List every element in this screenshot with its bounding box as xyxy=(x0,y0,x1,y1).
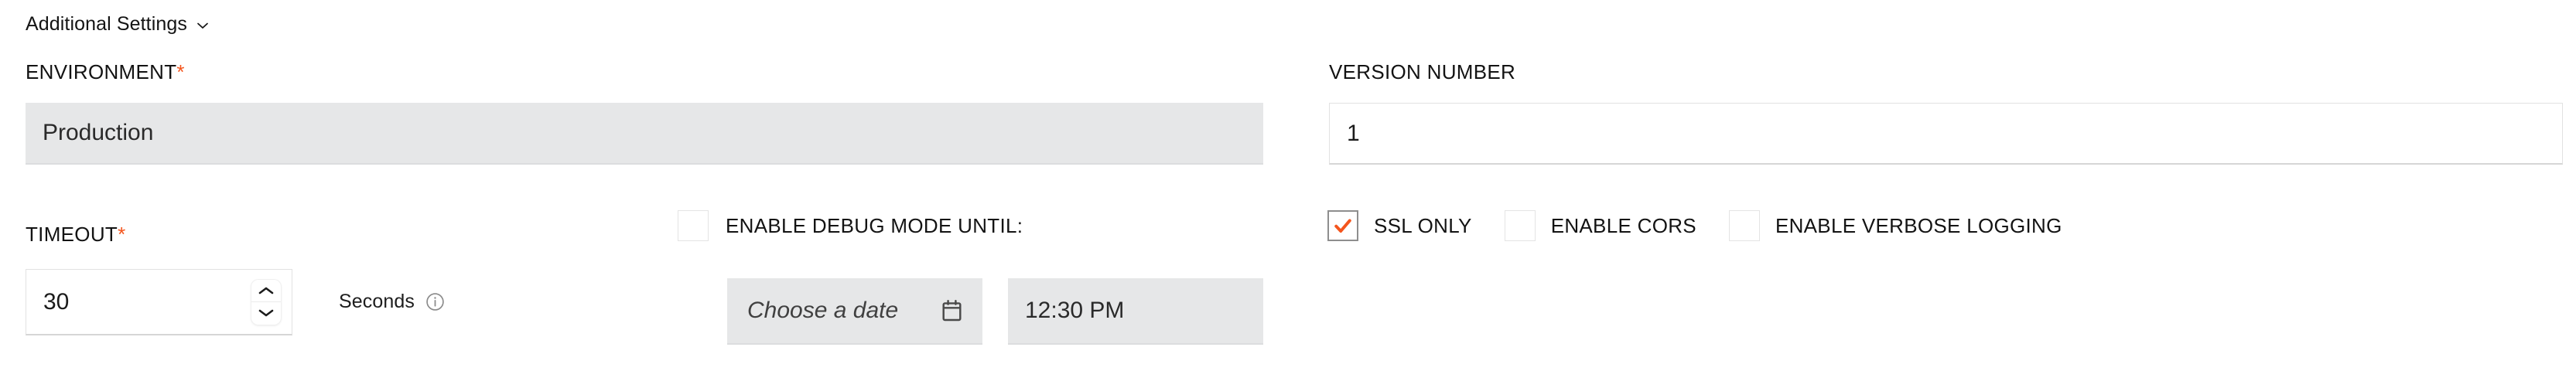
timeout-unit: Seconds xyxy=(339,291,445,313)
debug-mode-checkbox-row[interactable]: ENABLE DEBUG MODE UNTIL: xyxy=(678,210,1023,241)
right-column: VERSION NUMBER 1 SSL ONLY ENABLE CORS EN xyxy=(1307,0,2576,388)
left-column: ENVIRONMENT* Production TIMEOUT* 30 xyxy=(26,60,1263,345)
additional-settings-label: Additional Settings xyxy=(26,13,187,35)
time-picker-value: 12:30 PM xyxy=(1025,298,1125,323)
enable-verbose-logging-checkbox[interactable] xyxy=(1728,210,1760,241)
environment-value: Production xyxy=(43,120,154,145)
environment-label-text: ENVIRONMENT xyxy=(26,60,177,83)
chevron-up-icon[interactable] xyxy=(251,280,281,302)
debug-mode-pickers: Choose a date 12:30 PM xyxy=(727,278,1263,345)
debug-mode-label: ENABLE DEBUG MODE UNTIL: xyxy=(726,213,1023,237)
timeout-unit-label: Seconds xyxy=(339,291,415,312)
version-number-value: 1 xyxy=(1347,120,1360,146)
environment-label: ENVIRONMENT* xyxy=(26,60,185,83)
version-number-label: VERSION NUMBER xyxy=(1329,60,1515,83)
time-picker-input[interactable]: 12:30 PM xyxy=(1008,278,1263,345)
debug-mode-checkbox[interactable] xyxy=(678,210,709,241)
quantity-stepper[interactable] xyxy=(251,279,281,325)
date-picker-input[interactable]: Choose a date xyxy=(727,278,982,345)
version-number-label-text: VERSION NUMBER xyxy=(1329,60,1516,83)
timeout-label: TIMEOUT* xyxy=(26,223,125,246)
enable-verbose-logging-label: ENABLE VERBOSE LOGGING xyxy=(1775,213,2062,237)
additional-settings-disclosure[interactable]: Additional Settings xyxy=(26,13,210,36)
timeout-value: 30 xyxy=(43,288,70,315)
ssl-only-label: SSL ONLY xyxy=(1374,213,1472,237)
timeout-required-marker: * xyxy=(118,223,126,246)
version-number-input[interactable]: 1 xyxy=(1329,103,2563,165)
timeout-input[interactable]: 30 xyxy=(26,269,292,335)
environment-select[interactable]: Production xyxy=(26,103,1263,165)
enable-cors-label: ENABLE CORS xyxy=(1550,213,1696,237)
calendar-icon[interactable] xyxy=(941,299,962,322)
feature-toggles-row: SSL ONLY ENABLE CORS ENABLE VERBOSE LOGG… xyxy=(1327,210,2062,241)
environment-required-marker: * xyxy=(176,60,185,83)
ssl-only-toggle[interactable]: SSL ONLY xyxy=(1327,210,1472,241)
info-circle-icon[interactable] xyxy=(425,292,445,311)
chevron-down-icon[interactable] xyxy=(251,301,281,325)
enable-cors-toggle[interactable]: ENABLE CORS xyxy=(1504,210,1696,241)
date-picker-placeholder: Choose a date xyxy=(747,298,899,323)
enable-cors-checkbox[interactable] xyxy=(1504,210,1536,241)
ssl-only-checkbox[interactable] xyxy=(1327,210,1358,241)
timeout-label-text: TIMEOUT xyxy=(26,223,118,246)
enable-verbose-logging-toggle[interactable]: ENABLE VERBOSE LOGGING xyxy=(1728,210,2062,241)
chevron-down-icon xyxy=(195,18,210,33)
